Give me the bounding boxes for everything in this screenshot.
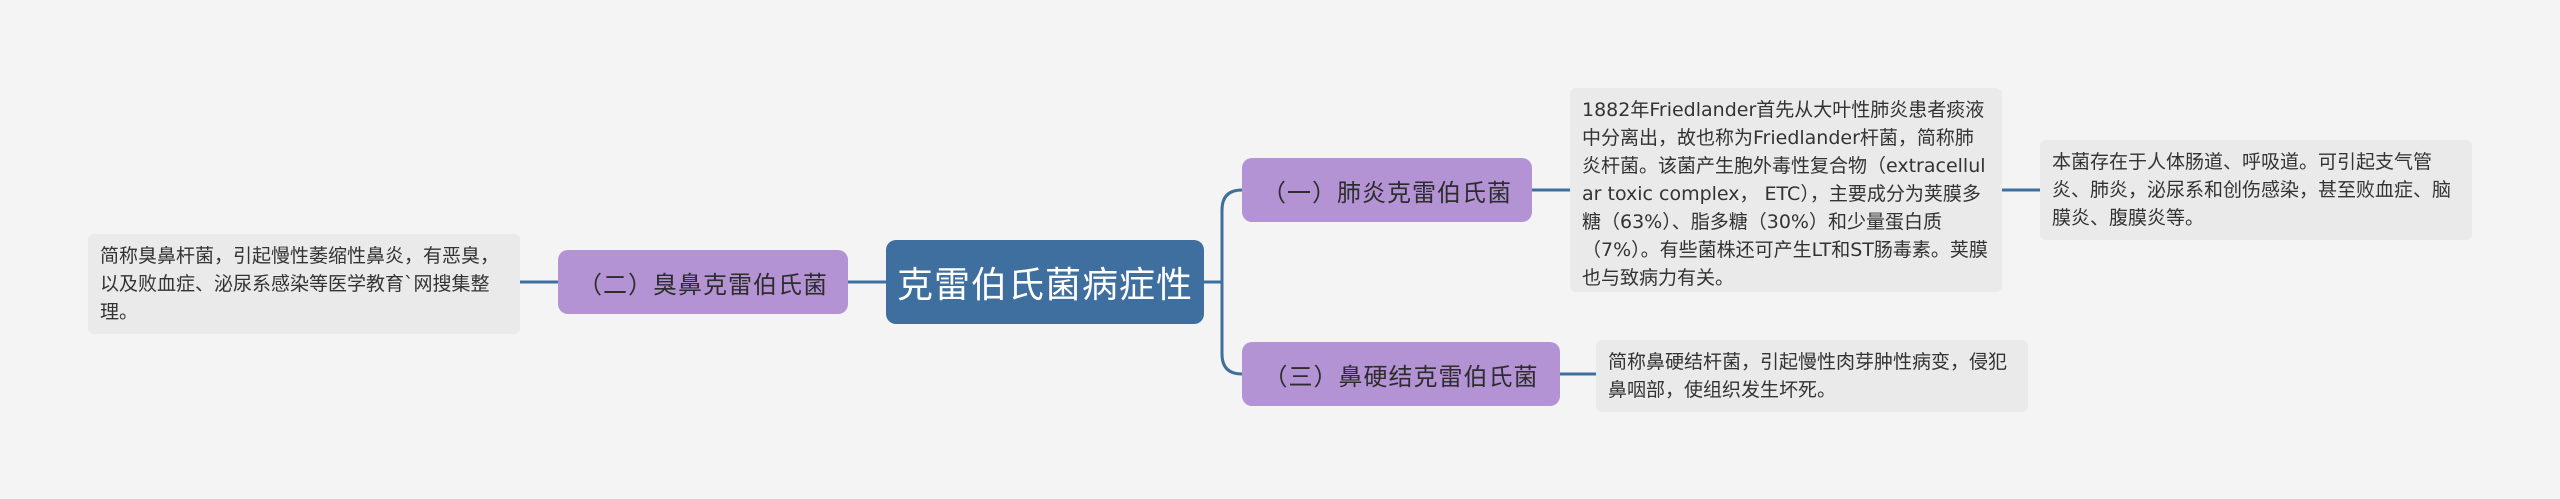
branch-pneumonia[interactable]: （一）肺炎克雷伯氏菌 — [1242, 158, 1532, 222]
leaf-rhinoscleromatis-detail[interactable]: 简称鼻硬结杆菌，引起慢性肉芽肿性病变，侵犯鼻咽部，使组织发生坏死。 — [1596, 340, 2028, 412]
leaf-rhinoscleromatis-detail-text: 简称鼻硬结杆菌，引起慢性肉芽肿性病变，侵犯鼻咽部，使组织发生坏死。 — [1608, 351, 2008, 401]
branch-ozaenae-label: （二）臭鼻克雷伯氏菌 — [578, 270, 828, 299]
leaf-pneumonia-sub-detail[interactable]: 本菌存在于人体肠道、呼吸道。可引起支气管炎、肺炎，泌尿系和创伤感染，甚至败血症、… — [2040, 140, 2472, 240]
root-topic-label: 克雷伯氏菌病症性 — [896, 265, 1193, 306]
leaf-pneumonia-sub-detail-text: 本菌存在于人体肠道、呼吸道。可引起支气管炎、肺炎，泌尿系和创伤感染，甚至败血症、… — [2052, 151, 2452, 229]
leaf-ozaenae-detail-text: 简称臭鼻杆菌，引起慢性萎缩性鼻炎，有恶臭，以及败血症、泌尿系感染等医学教育`网搜… — [100, 245, 500, 323]
connector-root-to-branches-right — [1204, 188, 1243, 376]
branch-ozaenae[interactable]: （二）臭鼻克雷伯氏菌 — [558, 250, 848, 314]
branch-pneumonia-label: （一）肺炎克雷伯氏菌 — [1262, 178, 1512, 207]
branch-rhinoscleromatis-label: （三）鼻硬结克雷伯氏菌 — [1263, 362, 1539, 391]
branch-rhinoscleromatis[interactable]: （三）鼻硬结克雷伯氏菌 — [1242, 342, 1560, 406]
leaf-ozaenae-detail[interactable]: 简称臭鼻杆菌，引起慢性萎缩性鼻炎，有恶臭，以及败血症、泌尿系感染等医学教育`网搜… — [88, 234, 520, 334]
root-topic[interactable]: 克雷伯氏菌病症性 — [886, 240, 1204, 324]
leaf-pneumonia-detail[interactable]: 1882年Friedlander首先从大叶性肺炎患者痰液中分离出，故也称为Fri… — [1570, 88, 2002, 292]
leaf-pneumonia-detail-text: 1882年Friedlander首先从大叶性肺炎患者痰液中分离出，故也称为Fri… — [1582, 99, 1988, 289]
